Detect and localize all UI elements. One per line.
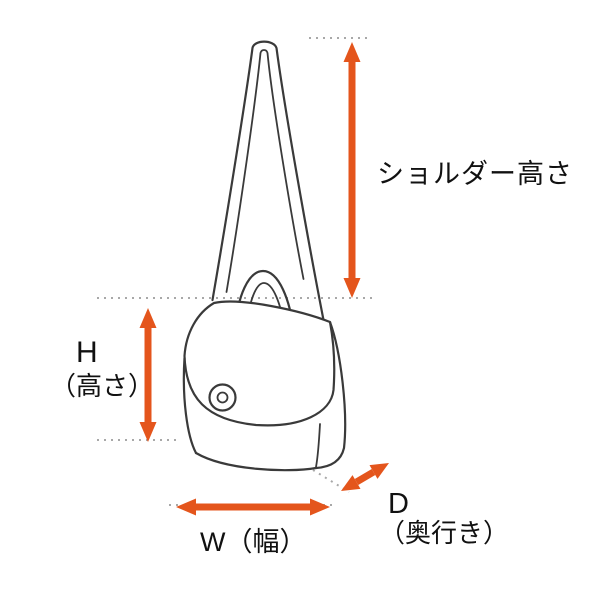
width-label: W（幅） xyxy=(200,527,307,557)
shoulder-height-arrow-head-bottom xyxy=(343,278,361,298)
reference-dashed-lines xyxy=(97,37,377,506)
shoulder-height-arrow-head-top xyxy=(343,42,361,62)
depth-arrow-head-upper xyxy=(369,463,389,479)
shoulder-height-label: ショルダー高さ xyxy=(377,159,573,189)
bag-left-lower-edge xyxy=(182,356,198,455)
height-arrow xyxy=(139,308,157,442)
width-arrow-head-left xyxy=(176,498,196,516)
width-arrow-head-right xyxy=(310,498,330,516)
bag-clasp-button xyxy=(208,383,237,412)
strap-inner-line xyxy=(225,49,305,293)
height-arrow-head-top xyxy=(139,308,157,328)
clasp-inner-circle xyxy=(216,391,229,404)
height-arrow-head-bottom xyxy=(139,422,157,442)
depth-arrow xyxy=(341,463,389,491)
height-abbr-label: H xyxy=(76,336,98,369)
bag-front-side-seam xyxy=(315,423,321,468)
bag-bottom-edge xyxy=(194,451,318,472)
bag-strap xyxy=(211,40,325,322)
bag-side-gusset-line xyxy=(314,320,347,470)
depth-abbr-label: D xyxy=(388,488,409,520)
height-name-label: （高さ） xyxy=(50,371,155,401)
depth-arrow-shaft xyxy=(354,468,376,486)
shoulder-height-arrow xyxy=(343,42,361,298)
clasp-outer-circle xyxy=(208,383,237,412)
depth-name-label: （奥行き） xyxy=(379,518,510,548)
width-arrow xyxy=(176,498,330,516)
bag-flap xyxy=(183,300,336,427)
strap-outer-line xyxy=(211,40,325,322)
depth-arrow-head-lower xyxy=(341,475,361,491)
bag-body xyxy=(182,320,347,472)
